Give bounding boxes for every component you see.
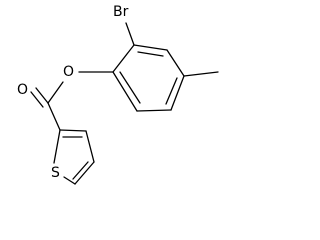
- ring-bond-c1-c2: [112, 44, 135, 73]
- ring-bond-c3-c4: [166, 49, 185, 77]
- ring-inner-double-bond-c4-c5: [165, 77, 178, 105]
- carbonyl-double-bond-b: [30, 91, 44, 108]
- thiophene-ring: [53, 129, 95, 185]
- bond-c2-br: [125, 22, 135, 46]
- chemical-structure-diagram: Br O O S: [17, 4, 219, 185]
- ring-inner-double-bond-c2-c3: [137, 51, 164, 57]
- thiophene-bond-c5-s: [63, 176, 76, 185]
- carbonyl-double-bond-a: [35, 87, 49, 104]
- ring-bond-c4-c5: [170, 75, 185, 111]
- thiophene-inner-double-bond-c4-c5: [72, 161, 89, 180]
- thiophene-bond-c2-c3: [59, 129, 87, 132]
- thiophene-bond-c3-c4: [85, 130, 95, 163]
- bond-ester-oxygen-carbonyl: [47, 81, 64, 104]
- ester-oxygen-label: O: [63, 64, 74, 80]
- thiophene-bond-c4-c5: [74, 161, 95, 185]
- bond-c4-methyl: [183, 71, 219, 77]
- thiophene-bond-s-c2: [53, 129, 61, 164]
- carbonyl-oxygen-label: O: [17, 82, 28, 98]
- ring-inner-double-bond-c6-c1: [119, 71, 141, 104]
- bromine-label: Br: [113, 4, 129, 20]
- ring-bond-c5-c6: [136, 109, 172, 112]
- benzene-ring: [112, 44, 185, 112]
- ring-bond-c2-c3: [133, 44, 168, 51]
- bond-carbonyl-thiophene: [47, 102, 61, 131]
- sulfur-label: S: [51, 165, 60, 181]
- ring-bond-c6-c1: [112, 71, 138, 112]
